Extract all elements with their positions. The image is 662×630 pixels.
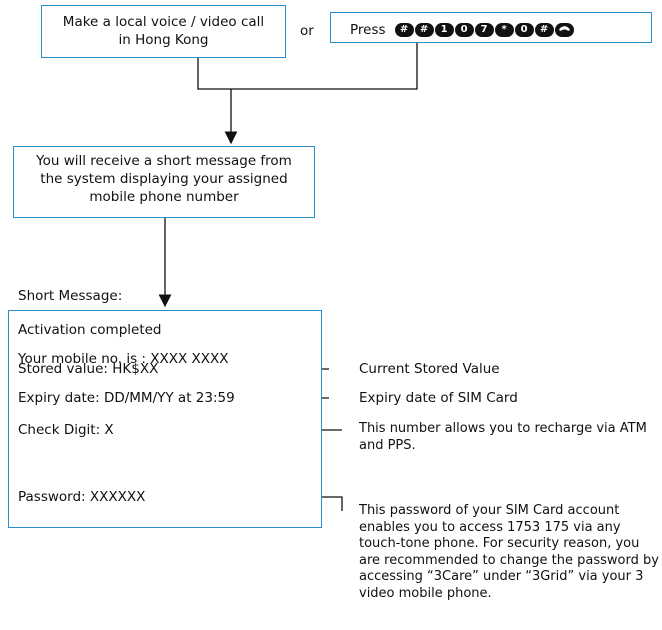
key-one-icon: 1 xyxy=(434,22,454,37)
key-seven-icon: 7 xyxy=(474,22,494,37)
message-line2: the system displaying your assigned xyxy=(40,171,288,187)
sms-line-activation: Activation completed xyxy=(18,322,162,338)
system-message-box: You will receive a short message from th… xyxy=(13,146,315,218)
sms-line-check-digit: Check Digit: X xyxy=(18,422,114,438)
note-stored-value: Current Stored Value xyxy=(359,361,500,377)
sms-line-mobile-no: Your mobile no. is : XXXX XXXX xyxy=(18,351,229,367)
sms-box xyxy=(8,310,322,528)
message-line1: You will receive a short message from xyxy=(36,153,292,169)
local-call-line1: Make a local voice / video call xyxy=(62,14,265,30)
connector-top-right xyxy=(231,42,418,90)
note-password: This password of your SIM Card account e… xyxy=(359,503,659,601)
sms-line-password: Password: XXXXXX xyxy=(18,489,146,505)
sms-line-stored-value: Stored value: HK$XX xyxy=(18,361,159,377)
sms-line-expiry: Expiry date: DD/MM/YY at 23:59 xyxy=(18,390,235,406)
key-hash-icon: # xyxy=(414,22,434,37)
key-star-icon: * xyxy=(494,22,514,37)
message-line3: mobile phone number xyxy=(89,189,239,205)
call-key-icon xyxy=(554,22,574,37)
local-call-box: Make a local voice / video call in Hong … xyxy=(41,5,286,58)
press-label: Press xyxy=(350,22,386,38)
key-zero-icon: 0 xyxy=(514,22,534,37)
or-label: or xyxy=(300,23,314,39)
key-hash-icon: # xyxy=(534,22,554,37)
connector-top-left xyxy=(197,58,231,90)
key-zero-icon: 0 xyxy=(454,22,474,37)
local-call-line2: in Hong Kong xyxy=(118,32,209,48)
note-check-digit: This number allows you to recharge via A… xyxy=(359,421,647,453)
short-message-label: Short Message: xyxy=(18,288,123,304)
key-hash-icon: # xyxy=(394,22,414,37)
note-expiry: Expiry date of SIM Card xyxy=(359,390,518,406)
